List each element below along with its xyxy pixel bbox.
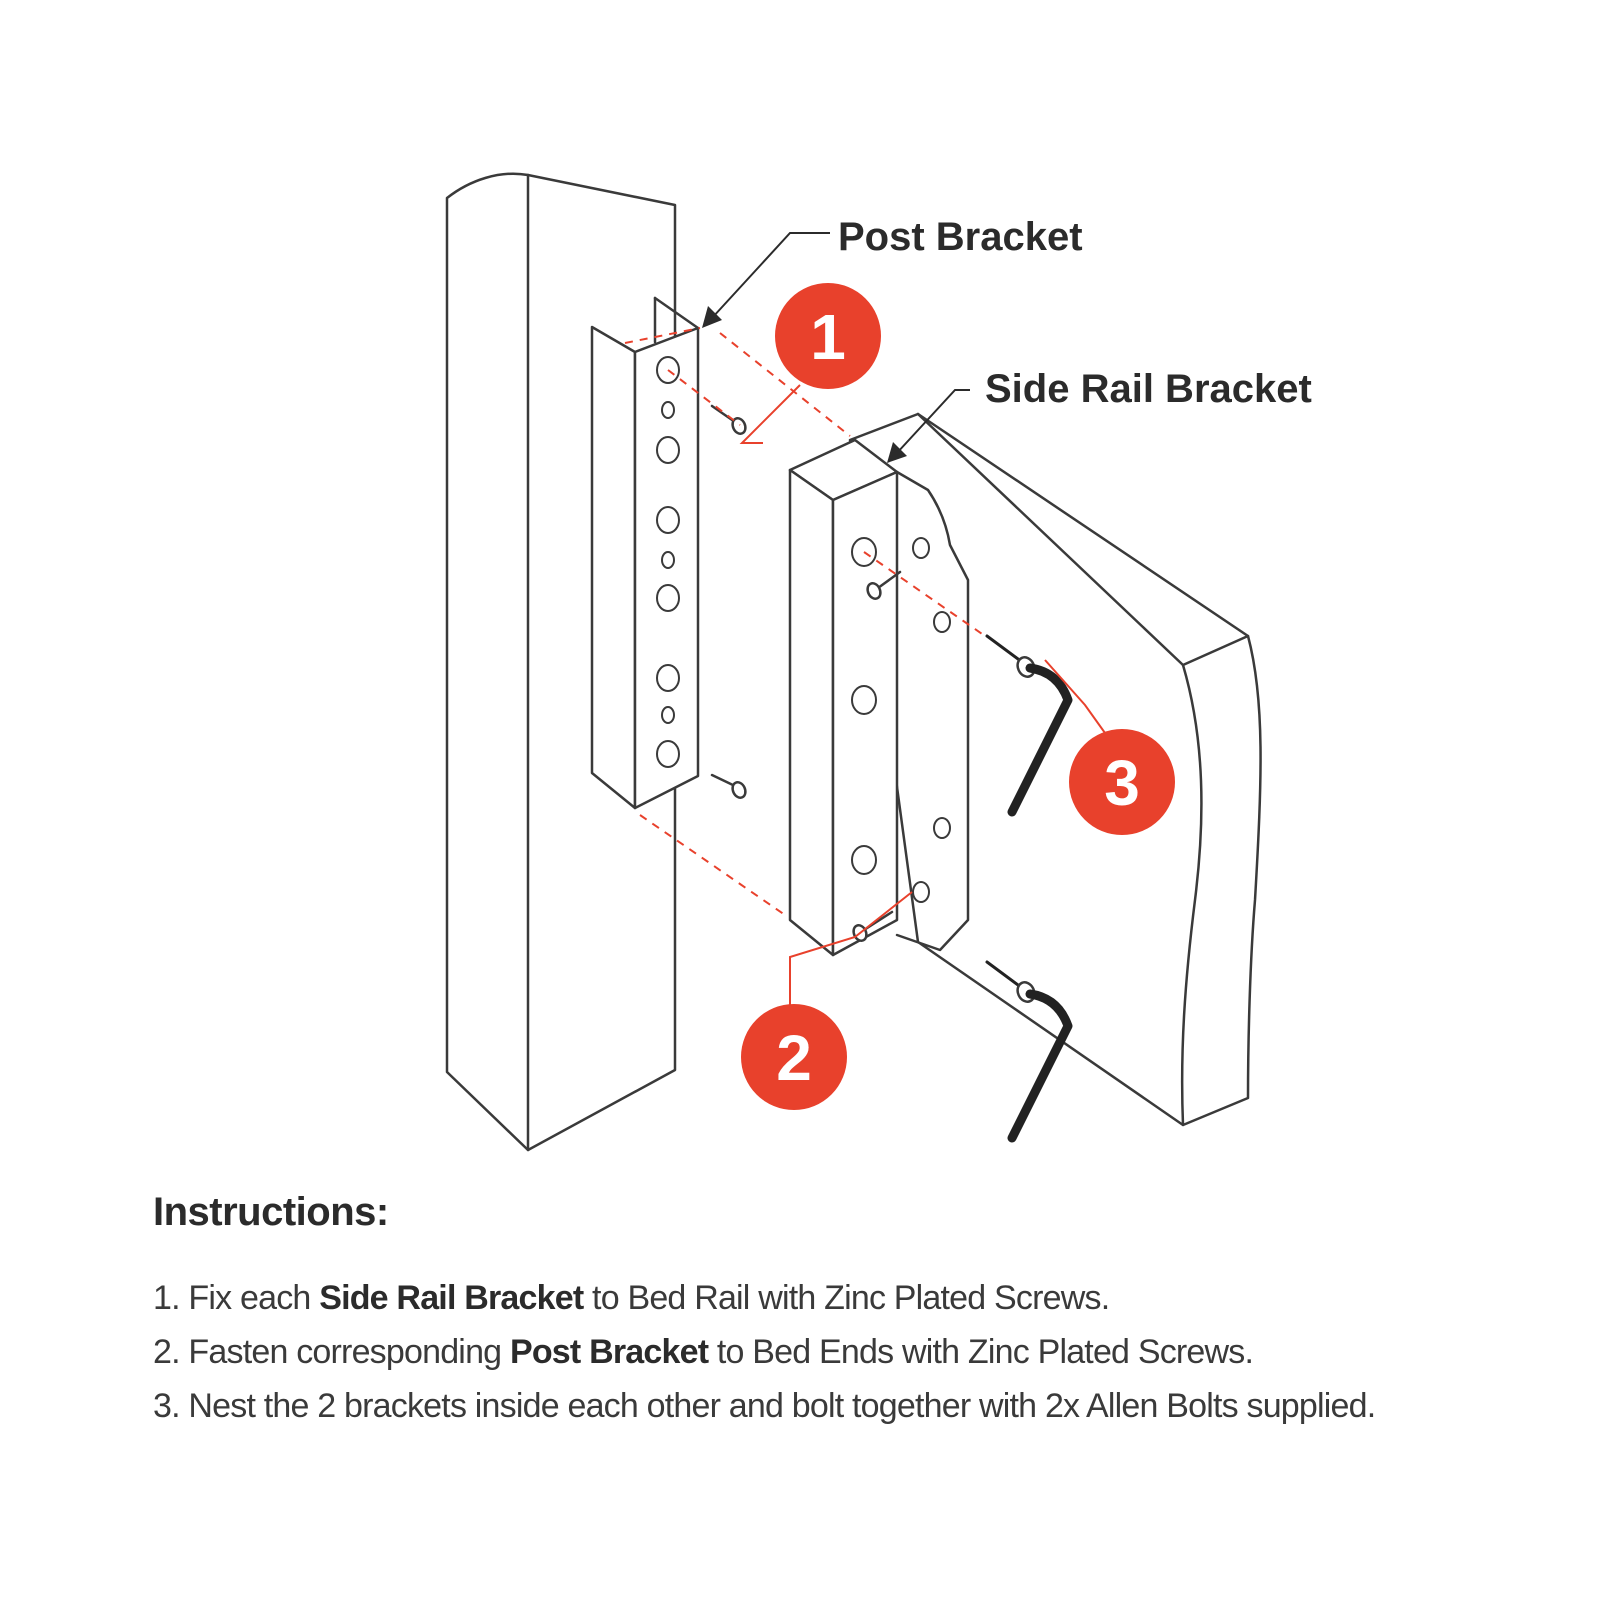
allen-key-icon <box>1007 663 1073 817</box>
bed-rail <box>848 412 1262 1127</box>
post-bracket-label: Post Bracket <box>838 215 1083 259</box>
side-rail-bracket-leader <box>895 389 970 455</box>
badge-3: 3 <box>1069 729 1175 835</box>
svg-text:3: 3 <box>1104 747 1140 819</box>
callout-2-leader <box>789 891 913 1005</box>
instruction-step: 3. Nest the 2 brackets inside each other… <box>153 1387 1376 1425</box>
post-bracket-holes <box>656 356 680 768</box>
badge-2: 2 <box>741 1004 847 1110</box>
screw-icon <box>866 570 902 600</box>
post-bracket-leader <box>711 232 830 319</box>
svg-text:1: 1 <box>810 301 846 373</box>
alignment-guides <box>624 327 986 916</box>
svg-text:2: 2 <box>776 1022 812 1094</box>
allen-key-icon <box>1007 989 1073 1143</box>
instruction-step: 1. Fix each Side Rail Bracket to Bed Rai… <box>153 1279 1110 1317</box>
callout-1-leader <box>739 384 801 444</box>
badge-1: 1 <box>775 283 881 389</box>
callout-3-leader <box>1044 659 1111 741</box>
screw-icon <box>710 404 747 435</box>
side-rail-bracket-label: Side Rail Bracket <box>985 367 1312 411</box>
arrowhead-icon <box>702 306 722 328</box>
instructions-title: Instructions: <box>153 1190 389 1234</box>
instruction-step: 2. Fasten corresponding Post Bracket to … <box>153 1333 1254 1371</box>
side-rail-bracket-holes <box>851 537 951 903</box>
arrowhead-icon <box>887 442 907 463</box>
instructions-panel: Instructions: 1. Fix each Side Rail Brac… <box>153 1190 1553 1433</box>
post-bracket <box>590 296 700 810</box>
screw-icon <box>710 773 747 799</box>
instructions-list: 1. Fix each Side Rail Bracket to Bed Rai… <box>153 1271 1553 1433</box>
